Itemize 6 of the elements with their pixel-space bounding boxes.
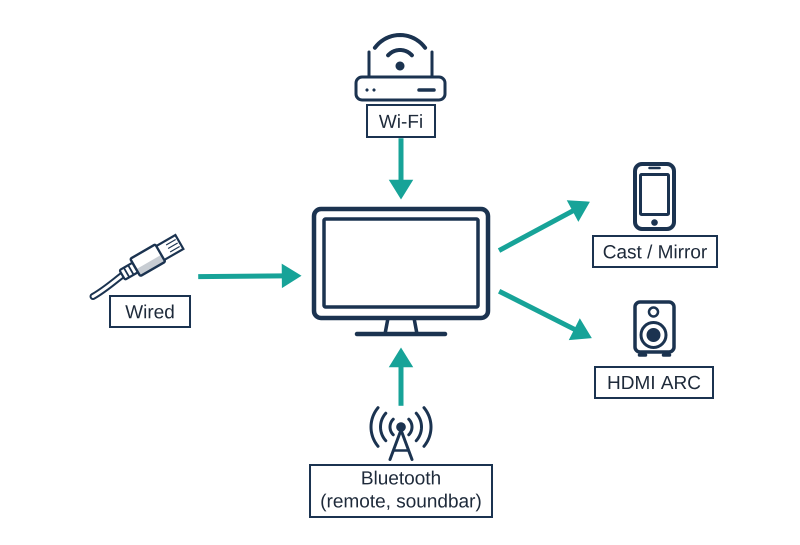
label-box: Cast / Mirror	[592, 235, 718, 268]
label-box: Wired	[109, 295, 191, 328]
label-box: Bluetooth (remote, soundbar)	[309, 464, 493, 518]
label-box: HDMI ARC	[594, 366, 714, 399]
label-box: Wi-Fi	[366, 104, 436, 138]
tv-icon	[312, 206, 490, 336]
